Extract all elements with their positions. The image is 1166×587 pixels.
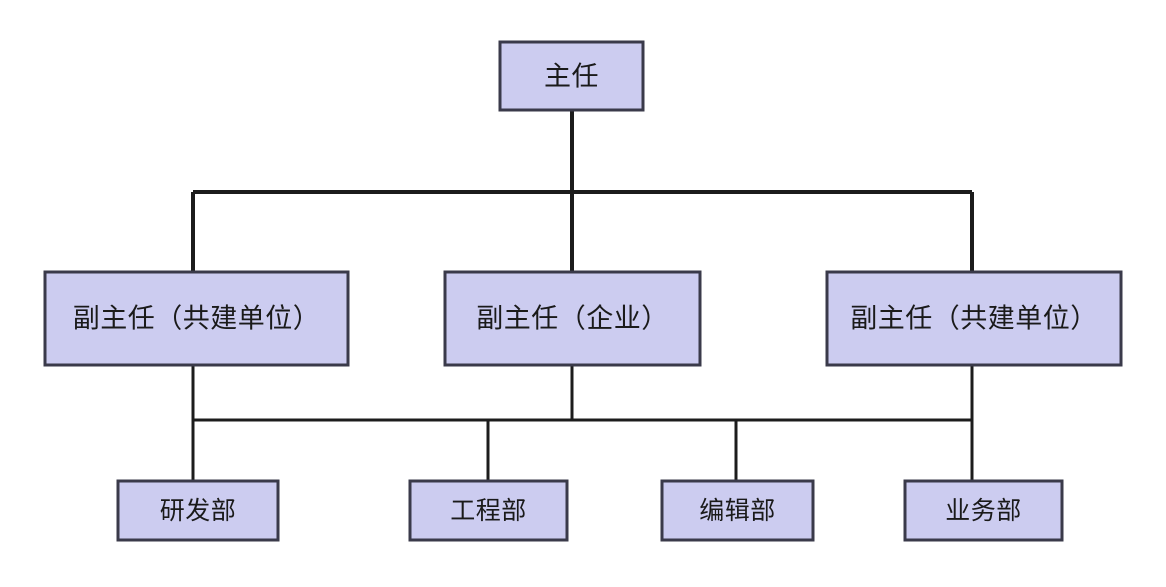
node-deputy-right[interactable]: 副主任（共建单位） (825, 270, 1123, 367)
node-dept-business-box[interactable] (903, 479, 1064, 542)
node-deputy-right-box[interactable] (825, 270, 1123, 367)
node-deputy-left-box[interactable] (43, 270, 350, 367)
node-dept-engineering-label: 工程部 (450, 496, 527, 525)
node-deputy-center-label: 副主任（企业） (476, 304, 669, 335)
node-dept-editorial-box[interactable] (660, 479, 815, 542)
node-director-label: 主任 (544, 62, 599, 93)
node-dept-business[interactable]: 业务部 (903, 479, 1064, 542)
node-deputy-center-box[interactable] (443, 270, 702, 367)
node-dept-rd-box[interactable] (116, 479, 280, 542)
node-dept-engineering[interactable]: 工程部 (408, 479, 569, 542)
connector-group-level1-to-level2 (191, 110, 974, 272)
node-deputy-left[interactable]: 副主任（共建单位） (43, 270, 350, 367)
node-deputy-center[interactable]: 副主任（企业） (443, 270, 702, 367)
connector-group-level2-to-level3 (191, 365, 974, 481)
node-deputy-left-label: 副主任（共建单位） (73, 304, 321, 335)
node-deputy-right-label: 副主任（共建单位） (850, 304, 1098, 335)
node-director-box[interactable] (498, 40, 645, 112)
node-dept-rd-label: 研发部 (160, 496, 237, 525)
node-dept-editorial-label: 编辑部 (699, 496, 776, 525)
node-dept-rd[interactable]: 研发部 (116, 479, 280, 542)
node-director[interactable]: 主任 (498, 40, 645, 112)
node-dept-engineering-box[interactable] (408, 479, 569, 542)
node-dept-editorial[interactable]: 编辑部 (660, 479, 815, 542)
node-dept-business-label: 业务部 (945, 496, 1022, 525)
